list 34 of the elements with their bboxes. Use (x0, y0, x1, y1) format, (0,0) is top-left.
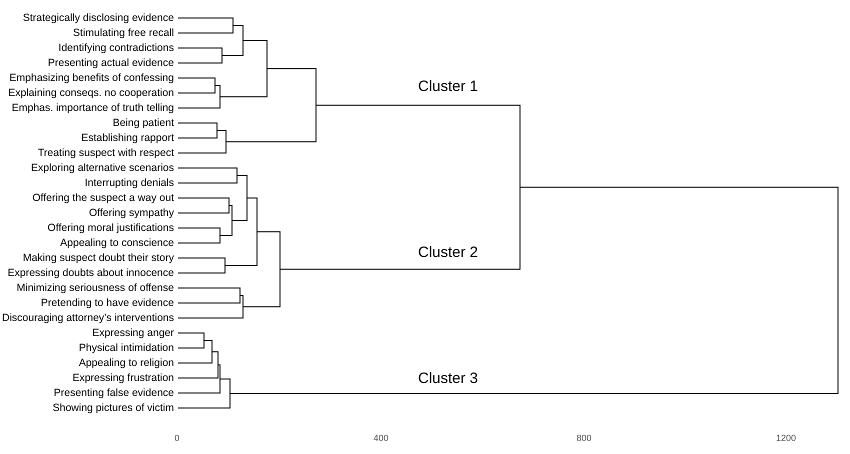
leaf-label: Pretending to have evidence (40, 296, 174, 310)
cluster-label: Cluster 2 (418, 244, 478, 262)
leaf-label: Appealing to conscience (60, 236, 174, 250)
leaf-label: Expressing anger (92, 326, 174, 340)
leaf-label: Exploring alternative scenarios (31, 161, 174, 175)
leaf-label: Stimulating free recall (73, 26, 174, 40)
leaf-label: Interrupting denials (84, 176, 174, 190)
leaf-label: Presenting false evidence (54, 386, 174, 400)
leaf-label: Establishing rapport (81, 131, 174, 145)
leaf-label: Offering sympathy (88, 206, 174, 220)
leaf-label: Appealing to religion (78, 356, 174, 370)
leaf-label: Treating suspect with respect (38, 146, 174, 160)
leaf-label: Physical intimidation (78, 341, 174, 355)
leaf-label: Identifying contradictions (58, 41, 174, 55)
leaf-label: Strategically disclosing evidence (22, 11, 174, 25)
cluster-label: Cluster 1 (418, 78, 478, 96)
cluster-label: Cluster 3 (418, 370, 478, 388)
leaf-label: Discouraging attorney’s interventions (2, 311, 174, 325)
axis-tick-label: 0 (174, 432, 180, 445)
leaf-label: Emphasizing benefits of confessing (9, 71, 174, 85)
leaf-label: Offering the suspect a way out (32, 191, 174, 205)
leaf-label: Minimizing seriousness of offense (16, 281, 174, 295)
leaf-label: Emphas. importance of truth telling (12, 101, 174, 115)
leaf-label: Offering moral justifications (48, 221, 174, 235)
leaf-label: Showing pictures of victim (52, 401, 174, 415)
axis-tick-label: 800 (576, 432, 592, 445)
leaf-label: Expressing frustration (72, 371, 174, 385)
leaf-label: Expressing doubts about innocence (8, 266, 174, 280)
axis-tick-label: 1200 (776, 432, 796, 445)
axis-tick-label: 400 (373, 432, 389, 445)
leaf-label: Explaining conseqs. no cooperation (8, 86, 174, 100)
leaf-label: Making suspect doubt their story (22, 251, 174, 265)
leaf-label: Being patient (112, 116, 174, 130)
leaf-label: Presenting actual evidence (48, 56, 174, 70)
